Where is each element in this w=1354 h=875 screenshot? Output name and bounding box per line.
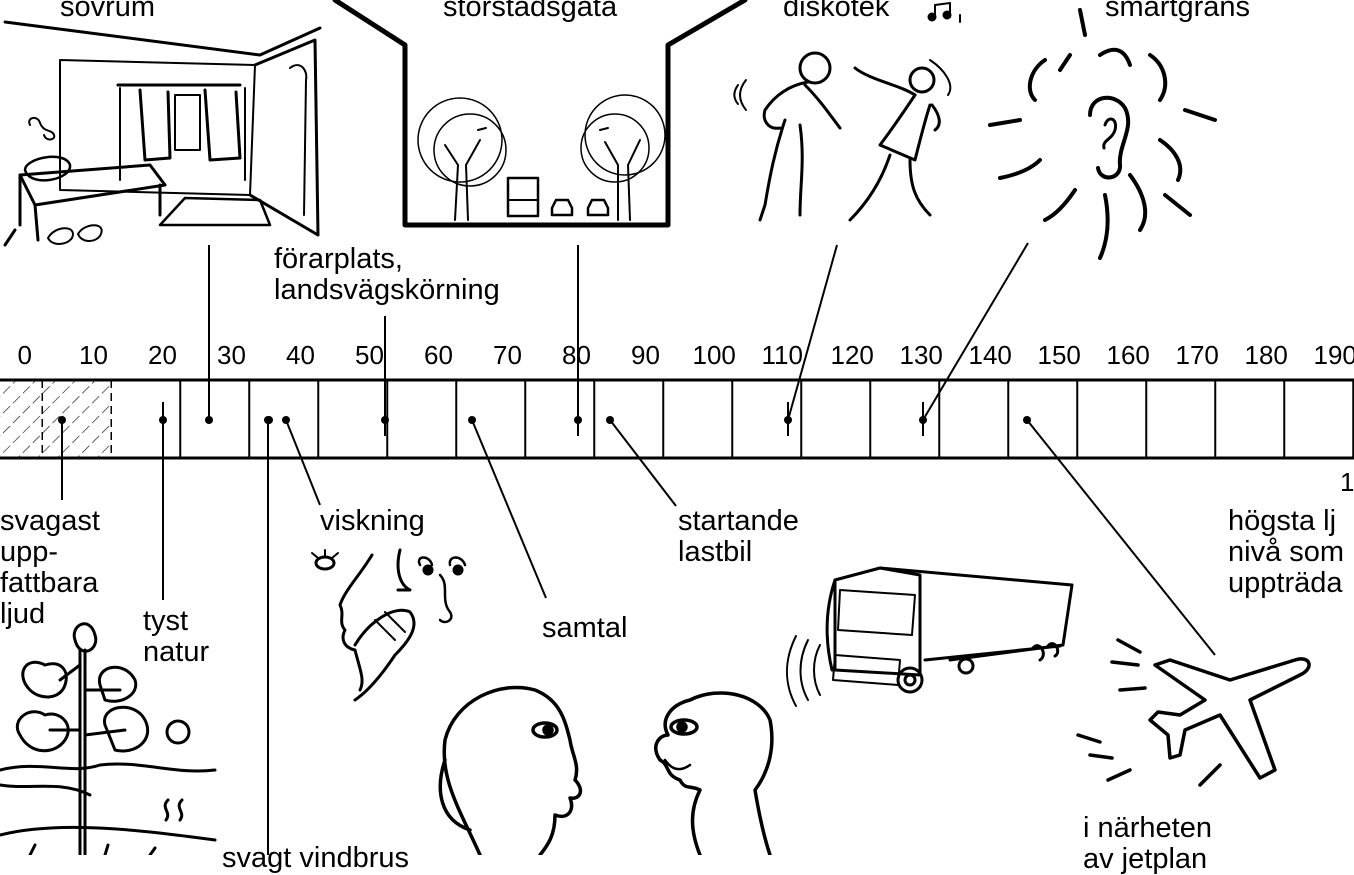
tick-label: 70 — [493, 340, 522, 371]
label-breeze: svagt vindbrus — [222, 843, 409, 874]
leader-whisper — [286, 420, 320, 505]
leader-jet-nearby — [1027, 420, 1215, 655]
tick-label: 150 — [1038, 340, 1081, 371]
airplane-icon — [1078, 640, 1309, 785]
tick-label: 170 — [1176, 340, 1219, 371]
inaudible-zone — [0, 380, 111, 458]
label-jet-nearby: i närheten av jetplan — [1083, 813, 1212, 875]
truck-icon — [787, 568, 1072, 706]
tick-label: 30 — [217, 340, 246, 371]
tick-label: 110 — [762, 340, 803, 371]
leader-pain-threshold — [923, 243, 1028, 420]
tick-label: 10 — [79, 340, 108, 371]
city-street-icon — [335, 0, 745, 225]
label-pain-threshold: smärtgräns — [1105, 0, 1250, 23]
tick-label: 90 — [631, 340, 660, 371]
source-markers — [58, 402, 1031, 436]
label-max-level: högsta lj nivå som uppträda — [1228, 506, 1344, 599]
sound-level-diagram: 0 10 20 30 40 50 60 70 80 90 100 110 120 130 140 150 160… — [0, 0, 1354, 855]
label-conversation: samtal — [542, 613, 627, 644]
whisper-icon — [312, 550, 465, 700]
tick-label: 20 — [148, 340, 177, 371]
dancers-icon — [734, 3, 960, 220]
label-driver-seat: förarplats, landsvägskörning — [274, 244, 500, 306]
label-whisper: viskning — [320, 506, 425, 537]
tick-label: 100 — [693, 340, 736, 371]
bedroom-icon — [5, 22, 320, 245]
leader-disco — [788, 245, 837, 420]
tick-label: 180 — [1245, 340, 1288, 371]
conversation-icon — [440, 687, 772, 855]
tick-label: 50 — [355, 340, 384, 371]
label-city-street: storstadsgata — [443, 0, 617, 23]
tick-label: 190 — [1314, 340, 1354, 371]
tick-label: 80 — [562, 340, 591, 371]
ear-pain-icon — [990, 10, 1215, 258]
edge-number: 1 — [1340, 467, 1354, 498]
tick-label: 160 — [1107, 340, 1150, 371]
label-bedroom: sovrum — [60, 0, 155, 23]
tick-label: 60 — [424, 340, 453, 371]
leader-truck-start — [610, 420, 676, 506]
tick-label: 0 — [18, 340, 32, 371]
leader-conversation — [472, 420, 546, 598]
db-scale-bar — [0, 380, 1354, 458]
label-faintest: svagast upp- fattbara ljud — [0, 506, 100, 630]
leader-lines — [62, 243, 1215, 855]
label-quiet-nature: tyst natur — [143, 606, 209, 668]
tick-label: 40 — [286, 340, 315, 371]
label-truck-start: startande lastbil — [678, 506, 799, 568]
tick-label: 120 — [831, 340, 874, 371]
tick-label: 130 — [900, 340, 943, 371]
diagram-canvas — [0, 0, 1354, 855]
tick-label: 140 — [969, 340, 1012, 371]
label-disco: diskotek — [783, 0, 889, 23]
